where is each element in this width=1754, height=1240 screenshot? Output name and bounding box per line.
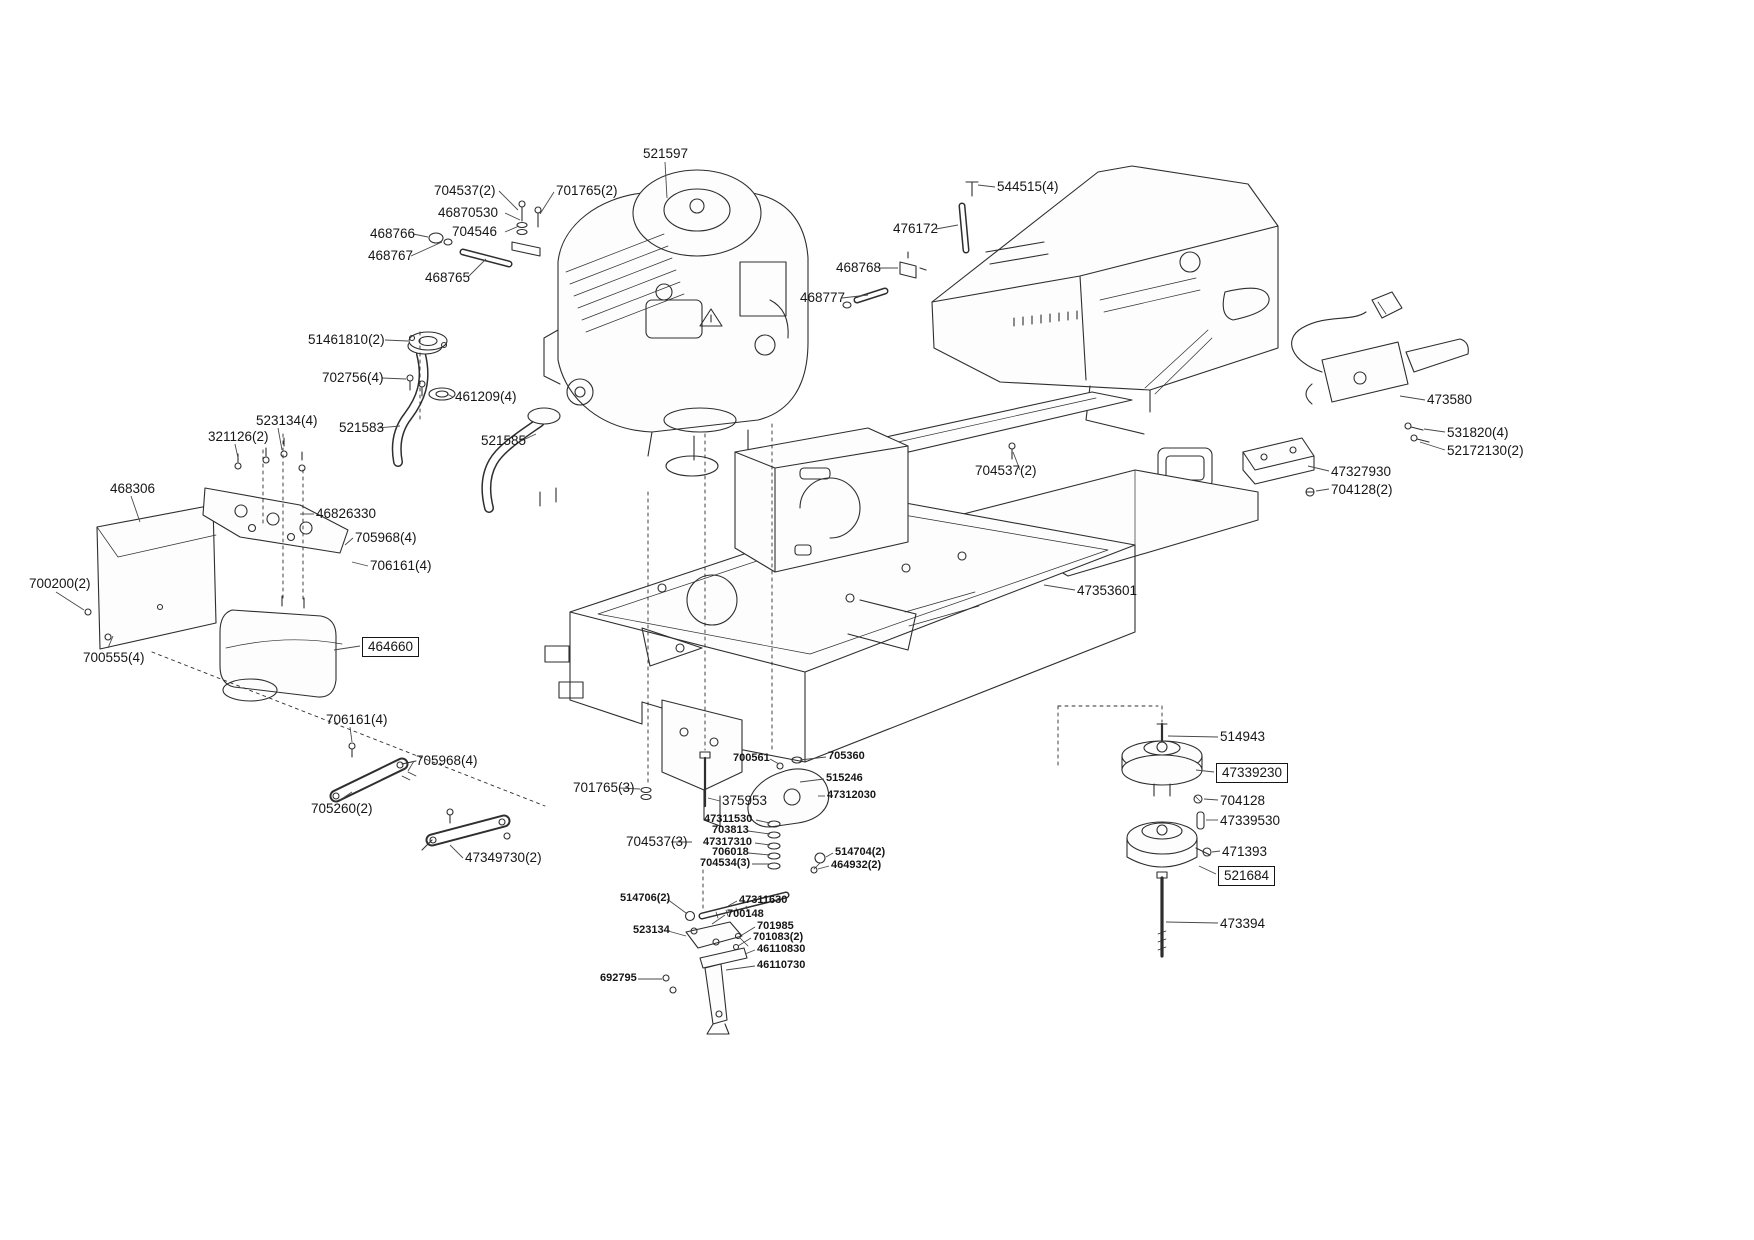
seat-bracket-illustration <box>734 427 909 573</box>
leader-line-705968-4- <box>407 760 415 772</box>
leader-line-544515-4- <box>977 184 996 188</box>
leader-line-47317310 <box>754 842 771 846</box>
leader-line-47353601 <box>1043 584 1076 591</box>
leader-line-468766 <box>412 233 429 238</box>
leader-line-47339230 <box>1195 769 1215 773</box>
leader-line-703813 <box>747 830 771 835</box>
leader-line-468306 <box>130 495 141 523</box>
leader-line-47327930 <box>1307 465 1330 472</box>
leader-line-461209-4- <box>446 393 454 398</box>
leader-line-476172 <box>935 224 959 230</box>
leader-line-701985 <box>741 926 756 936</box>
leader-line-464660 <box>333 645 361 651</box>
support-links-illustration <box>329 742 511 851</box>
leader-line-468765 <box>467 258 487 278</box>
top-fasteners-illustration <box>428 200 542 268</box>
heat-shield-illustration <box>84 504 217 650</box>
leader-line-46110730 <box>725 965 756 971</box>
leader-line-705260-2- <box>339 791 353 801</box>
leader-line-375953 <box>707 797 721 802</box>
leader-line-700555-4- <box>107 635 114 649</box>
leader-line-700561 <box>769 758 780 765</box>
leader-line-473580 <box>1399 395 1426 401</box>
lower-linkage-illustration <box>640 751 830 1035</box>
actuator-illustration <box>1291 291 1469 443</box>
leader-line-47311530 <box>755 819 771 824</box>
leader-line-515246 <box>799 778 825 783</box>
muffler-illustration <box>219 595 343 702</box>
leader-line-521585 <box>520 433 537 442</box>
leader-line-521684 <box>1198 865 1217 875</box>
leader-line-523134-4- <box>277 427 283 451</box>
frame-illustration <box>544 391 1259 827</box>
leader-line-514706-2- <box>666 898 687 914</box>
construction-lines <box>151 331 1163 909</box>
right-small-parts-illustration <box>842 181 1016 460</box>
leader-line-704537-2- <box>1012 451 1021 471</box>
leader-line-51461810-2- <box>384 339 409 342</box>
leader-line-471393 <box>1211 850 1221 853</box>
leader-line-468767 <box>410 241 443 257</box>
leader-line-468777 <box>841 294 869 299</box>
leader-line-704537-2- <box>498 190 519 211</box>
leader-line-464932-2- <box>817 865 830 870</box>
bracket-illustration <box>1242 437 1315 497</box>
leader-line-531820-4- <box>1423 428 1446 433</box>
leader-line-701083-2- <box>737 937 752 947</box>
leader-line-706018 <box>747 852 771 856</box>
leader-line-521597 <box>664 161 668 199</box>
engine-illustration <box>543 169 809 477</box>
leader-line-706161-4- <box>349 726 353 743</box>
leader-line-705360 <box>799 756 827 761</box>
leader-line-514704-2- <box>825 852 834 858</box>
leader-line-701765-2- <box>539 191 555 215</box>
leader-line-701765-3- <box>618 787 641 790</box>
flange-illustration <box>406 331 456 401</box>
leader-line-46870530 <box>504 212 521 221</box>
leader-line-702756-4- <box>381 377 407 380</box>
leader-line-704546 <box>504 225 520 233</box>
leader-line-46110830 <box>744 949 756 955</box>
leader-line-704128-2- <box>1315 488 1330 492</box>
leader-line-473394 <box>1165 921 1219 924</box>
leader-line-704128 <box>1203 798 1219 801</box>
leader-line-706161-4- <box>351 561 369 567</box>
leader-line-47349730-2- <box>449 844 464 859</box>
exhaust-pipe-521585 <box>481 407 561 513</box>
leader-line-700200-2- <box>55 591 85 611</box>
leader-line-47311630 <box>727 900 738 907</box>
leader-line-700148 <box>711 914 726 925</box>
leader-line-52172130-2- <box>1419 441 1446 451</box>
rear-body-illustration <box>931 165 1279 489</box>
leader-line-705968-4- <box>344 537 354 546</box>
leader-line-521583 <box>377 425 401 429</box>
leader-line-523134 <box>667 930 687 937</box>
leader-line-321126-2- <box>234 443 239 459</box>
leader-line-514943 <box>1167 735 1219 738</box>
clutch-illustration <box>1121 722 1212 958</box>
